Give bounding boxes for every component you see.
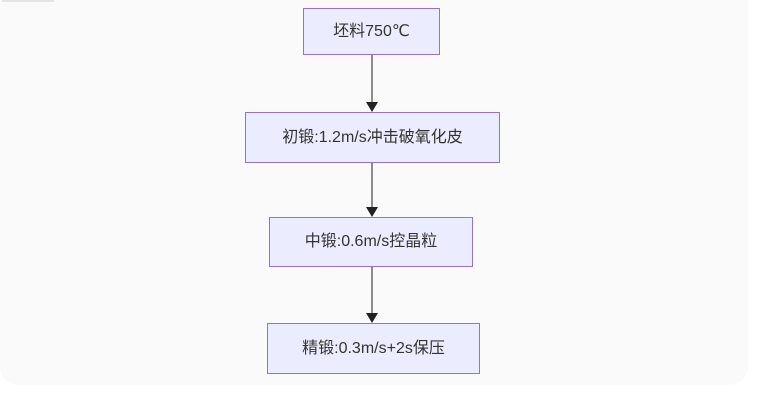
flow-arrow-initial-to-middle-forging	[365, 163, 378, 217]
flow-arrow-billet-to-initial-forging	[365, 55, 378, 112]
flow-node-billet: 坯料750℃	[303, 8, 440, 55]
diagram-canvas: 坯料750℃ 初锻:1.2m/s冲击破氧化皮 中锻:0.6m/s控晶粒 精锻:0…	[2, 0, 500, 374]
flow-arrow-middle-to-precision-forging	[365, 267, 378, 323]
flow-node-label: 初锻:1.2m/s冲击破氧化皮	[282, 128, 463, 146]
flow-node-initial-forging: 初锻:1.2m/s冲击破氧化皮	[245, 112, 500, 163]
canvas-top-border	[2, 0, 54, 2]
flow-node-precision-forging: 精锻:0.3m/s+2s保压	[267, 323, 480, 374]
flow-node-middle-forging: 中锻:0.6m/s控晶粒	[269, 217, 473, 267]
arrowhead-down-icon	[365, 207, 378, 217]
flow-node-label: 中锻:0.6m/s控晶粒	[304, 233, 438, 251]
flow-node-label: 精锻:0.3m/s+2s保压	[302, 339, 445, 357]
arrowhead-down-icon	[365, 102, 378, 112]
arrow-line	[370, 55, 373, 102]
arrowhead-down-icon	[365, 313, 378, 323]
arrow-line	[370, 163, 373, 207]
flow-node-label: 坯料750℃	[333, 22, 410, 40]
arrow-line	[370, 267, 373, 313]
